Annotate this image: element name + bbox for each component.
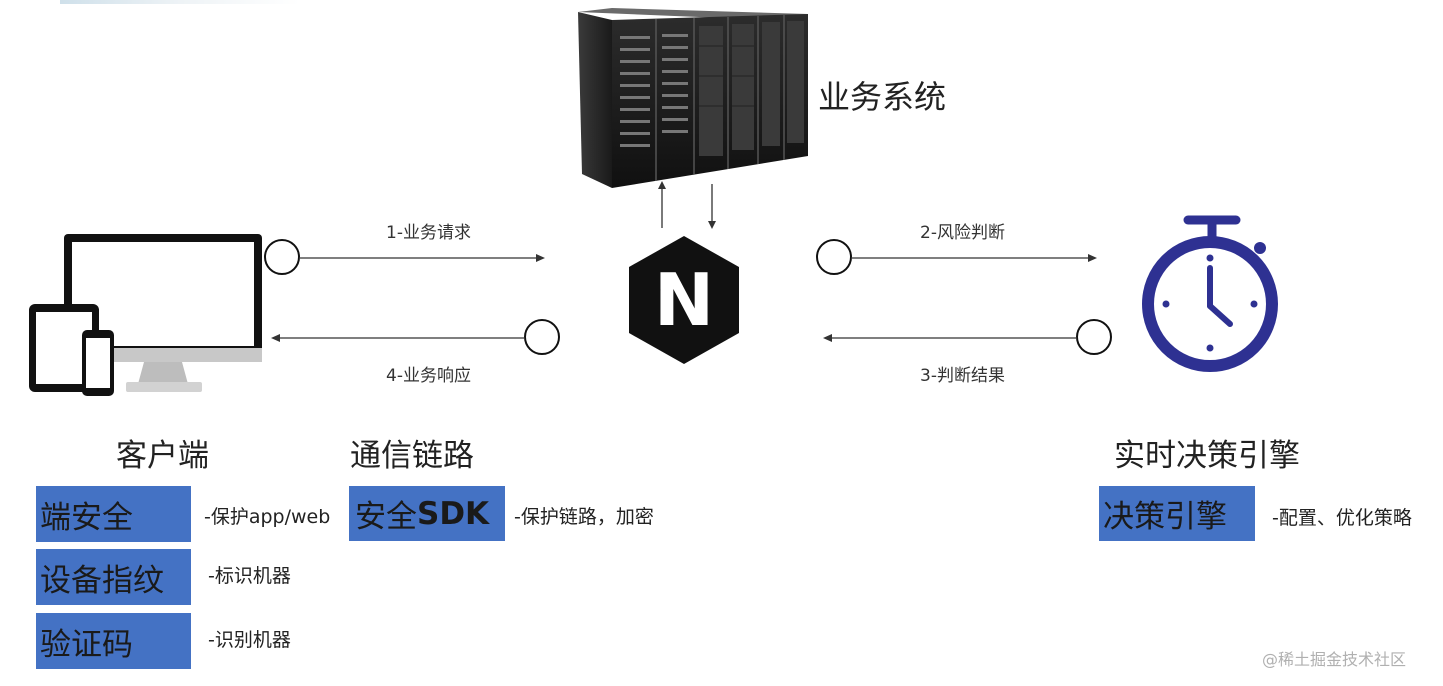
gateway-letter: N	[653, 258, 715, 342]
client-title: 客户端	[116, 438, 209, 474]
client-item-label: 验证码	[40, 626, 133, 663]
channel-title: 通信链路	[350, 438, 474, 474]
client-devices-icon	[29, 234, 262, 396]
engine-title: 实时决策引擎	[1114, 438, 1300, 474]
server-rack-icon	[578, 8, 808, 188]
server-gateway-arrows	[658, 181, 716, 229]
flow-label-judge-result: 3-判断结果	[920, 366, 1005, 386]
top-left-artifact	[60, 0, 300, 4]
flow-label-response: 4-业务响应	[386, 366, 471, 386]
gateway-hexagon-icon	[629, 236, 739, 364]
engine-item-decision-engine: 决策引擎	[1099, 486, 1255, 541]
engine-item-label: 决策引擎	[1103, 499, 1227, 535]
channel-item-label-en: SDK	[417, 495, 490, 532]
engine-item-desc: -配置、优化策略	[1272, 507, 1412, 529]
flow-label-request: 1-业务请求	[386, 223, 471, 243]
client-item-captcha: 验证码	[36, 613, 191, 669]
business-system-label: 业务系统	[818, 78, 947, 116]
watermark: @稀土掘金技术社区	[1262, 650, 1407, 669]
channel-item-desc: -保护链路，加密	[514, 506, 654, 528]
stopwatch-icon	[1142, 215, 1278, 372]
client-item-desc: -标识机器	[208, 565, 291, 587]
client-item-desc: -识别机器	[208, 629, 291, 651]
client-item-label: 端安全	[40, 499, 133, 536]
client-item-endpoint-security: 端安全	[36, 486, 191, 542]
channel-item-label-cn: 安全	[355, 499, 417, 535]
client-item-desc: -保护app/web	[204, 506, 331, 528]
client-item-device-fingerprint: 设备指纹	[36, 549, 191, 605]
flow-label-risk-judge: 2-风险判断	[920, 223, 1005, 243]
client-item-label: 设备指纹	[40, 562, 164, 599]
